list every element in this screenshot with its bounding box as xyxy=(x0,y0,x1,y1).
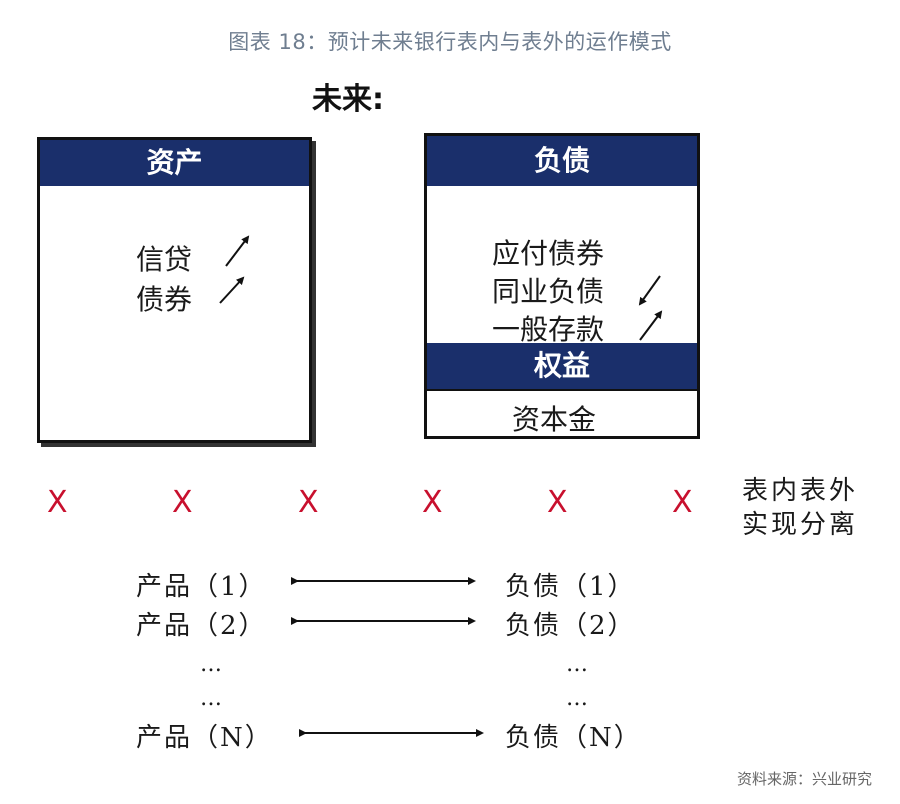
liability-item-deposits: 一般存款 xyxy=(492,313,605,346)
liability-label: 负债（2） xyxy=(505,611,636,641)
assets-item-loans: 信贷 xyxy=(136,243,193,276)
separator-x-mark: X xyxy=(298,485,319,520)
separator-label-line1: 表内表外 xyxy=(742,476,859,506)
separator-x-mark: X xyxy=(547,485,568,520)
separator-x-mark: X xyxy=(47,485,68,520)
separator-x-mark: X xyxy=(422,485,443,520)
assets-item-bonds: 债券 xyxy=(136,283,193,316)
assets-header: 资产 xyxy=(40,140,309,186)
figure-title: 图表 18：预计未来银行表内与表外的运作模式 xyxy=(228,30,672,54)
liability-label: 负债（1） xyxy=(505,572,636,602)
separator-x-mark: X xyxy=(672,485,693,520)
ellipsis-right: … xyxy=(566,686,590,711)
liability-item-bonds-payable: 应付债券 xyxy=(492,237,605,270)
product-label: 产品（N） xyxy=(136,723,273,753)
assets-box: 资产 xyxy=(37,137,312,443)
liability-label: 负债（N） xyxy=(505,723,642,753)
separator-x-mark: X xyxy=(172,485,193,520)
ellipsis-left: … xyxy=(200,686,224,711)
product-label: 产品（1） xyxy=(136,572,267,602)
up-arrow-icon xyxy=(639,310,663,341)
up-arrow-icon xyxy=(219,276,245,304)
up-arrow-icon xyxy=(225,235,250,267)
ellipsis-right: … xyxy=(566,652,590,677)
equity-divider xyxy=(427,389,697,391)
subheading: 未来: xyxy=(312,82,384,117)
source-note: 资料来源：兴业研究 xyxy=(736,770,872,788)
liabilities-header: 负债 xyxy=(427,136,697,186)
separator-label-line2: 实现分离 xyxy=(742,510,859,540)
ellipsis-left: … xyxy=(200,652,224,677)
product-label: 产品（2） xyxy=(136,611,267,641)
equity-header: 权益 xyxy=(427,343,697,389)
liability-item-interbank: 同业负债 xyxy=(492,275,605,308)
down-arrow-icon xyxy=(638,275,661,306)
equity-item-capital: 资本金 xyxy=(512,403,597,436)
